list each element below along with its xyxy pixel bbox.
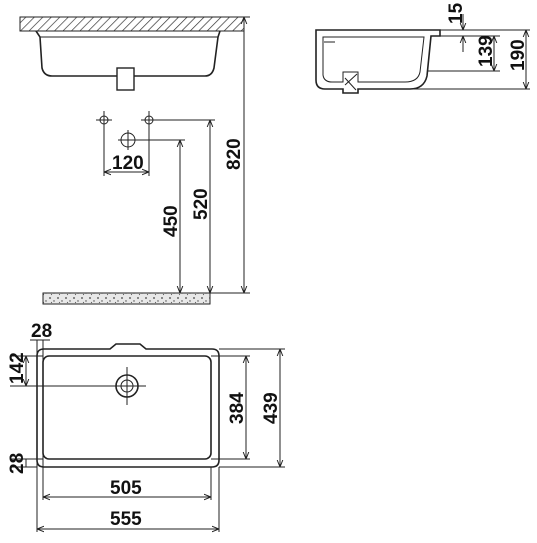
basin-height-label: 190	[508, 39, 529, 71]
side-section-view: 15 139 190	[315, 2, 530, 94]
basin-section-inner	[322, 36, 425, 83]
plan-view: 28 142 28 384 439 505 555	[7, 321, 285, 532]
total-height-label: 820	[224, 138, 245, 170]
basin-section-outer	[315, 29, 441, 94]
countertop-section	[19, 16, 245, 32]
floor-section	[42, 292, 211, 305]
drain-connection	[118, 130, 185, 150]
inner-width-label: 505	[110, 478, 142, 499]
drain-offset-label: 142	[7, 352, 28, 384]
tap-spacing-label: 120	[112, 153, 144, 174]
inner-depth-label: 384	[227, 392, 248, 424]
basin-depth-label: 139	[476, 35, 497, 67]
basin-plan-outer	[36, 343, 220, 468]
trap-height-label: 450	[161, 205, 182, 237]
front-elevation-view: 120 450 520 820	[19, 16, 250, 305]
outer-depth-label: 439	[261, 392, 282, 424]
outlet-height-label: 520	[191, 188, 212, 220]
back-offset-label: 28	[31, 321, 52, 342]
outer-width-label: 555	[110, 509, 142, 530]
wall-thickness-label: 15	[446, 2, 467, 24]
drain-outlet	[116, 67, 135, 91]
front-offset-label: 28	[7, 453, 28, 474]
